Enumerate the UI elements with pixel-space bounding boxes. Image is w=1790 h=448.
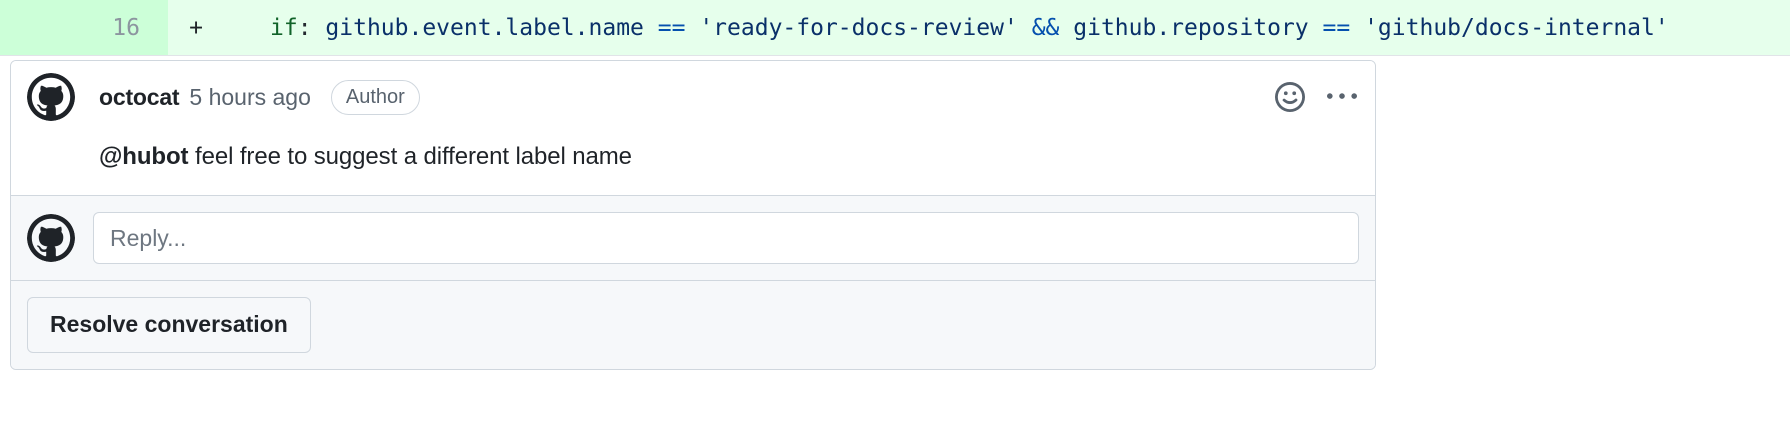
review-comment-thread: octocat 5 hours ago Author — [10, 60, 1376, 370]
reply-input[interactable] — [93, 212, 1359, 264]
smiley-icon[interactable] — [1273, 80, 1307, 114]
comment-header-actions — [1273, 80, 1359, 114]
code-token: if — [270, 15, 298, 41]
thread-footer: Resolve conversation — [11, 280, 1375, 369]
comment-body: @hubot feel free to suggest a different … — [99, 139, 1359, 175]
diff-line-row[interactable]: 16 + if: github.event.label.name == 'rea… — [0, 0, 1790, 56]
code-token — [1018, 15, 1032, 41]
resolve-conversation-button[interactable]: Resolve conversation — [27, 297, 311, 353]
comment-author[interactable]: octocat — [99, 83, 180, 110]
code-token — [1350, 15, 1364, 41]
code-token — [1059, 15, 1073, 41]
code-token: 'github/docs-internal' — [1364, 15, 1669, 41]
code-token: github.event.label.name — [325, 15, 644, 41]
code-token: 'ready-for-docs-review' — [699, 15, 1018, 41]
comment-body-text: feel free to suggest a different label n… — [188, 143, 632, 170]
user-mention[interactable]: @hubot — [99, 143, 189, 170]
diff-line-number: 16 — [0, 0, 168, 55]
code-token: && — [1031, 15, 1060, 41]
code-token — [1309, 15, 1323, 41]
comment-header: octocat 5 hours ago Author — [27, 73, 1359, 121]
author-badge: Author — [330, 79, 420, 115]
diff-added-marker: + — [168, 0, 224, 55]
code-token — [685, 15, 699, 41]
reply-row — [11, 195, 1375, 280]
review-comment: octocat 5 hours ago Author — [11, 61, 1375, 195]
comment-timestamp[interactable]: 5 hours ago — [189, 83, 311, 110]
code-token — [644, 15, 658, 41]
avatar[interactable] — [27, 73, 75, 121]
code-token: github.repository — [1073, 15, 1309, 41]
kebab-horizontal-icon[interactable] — [1325, 80, 1359, 114]
diff-code-content[interactable]: if: github.event.label.name == 'ready-fo… — [224, 0, 1790, 55]
code-token: == — [1322, 15, 1351, 41]
code-token: : — [297, 15, 326, 41]
avatar[interactable] — [27, 214, 75, 262]
code-token: == — [657, 15, 686, 41]
